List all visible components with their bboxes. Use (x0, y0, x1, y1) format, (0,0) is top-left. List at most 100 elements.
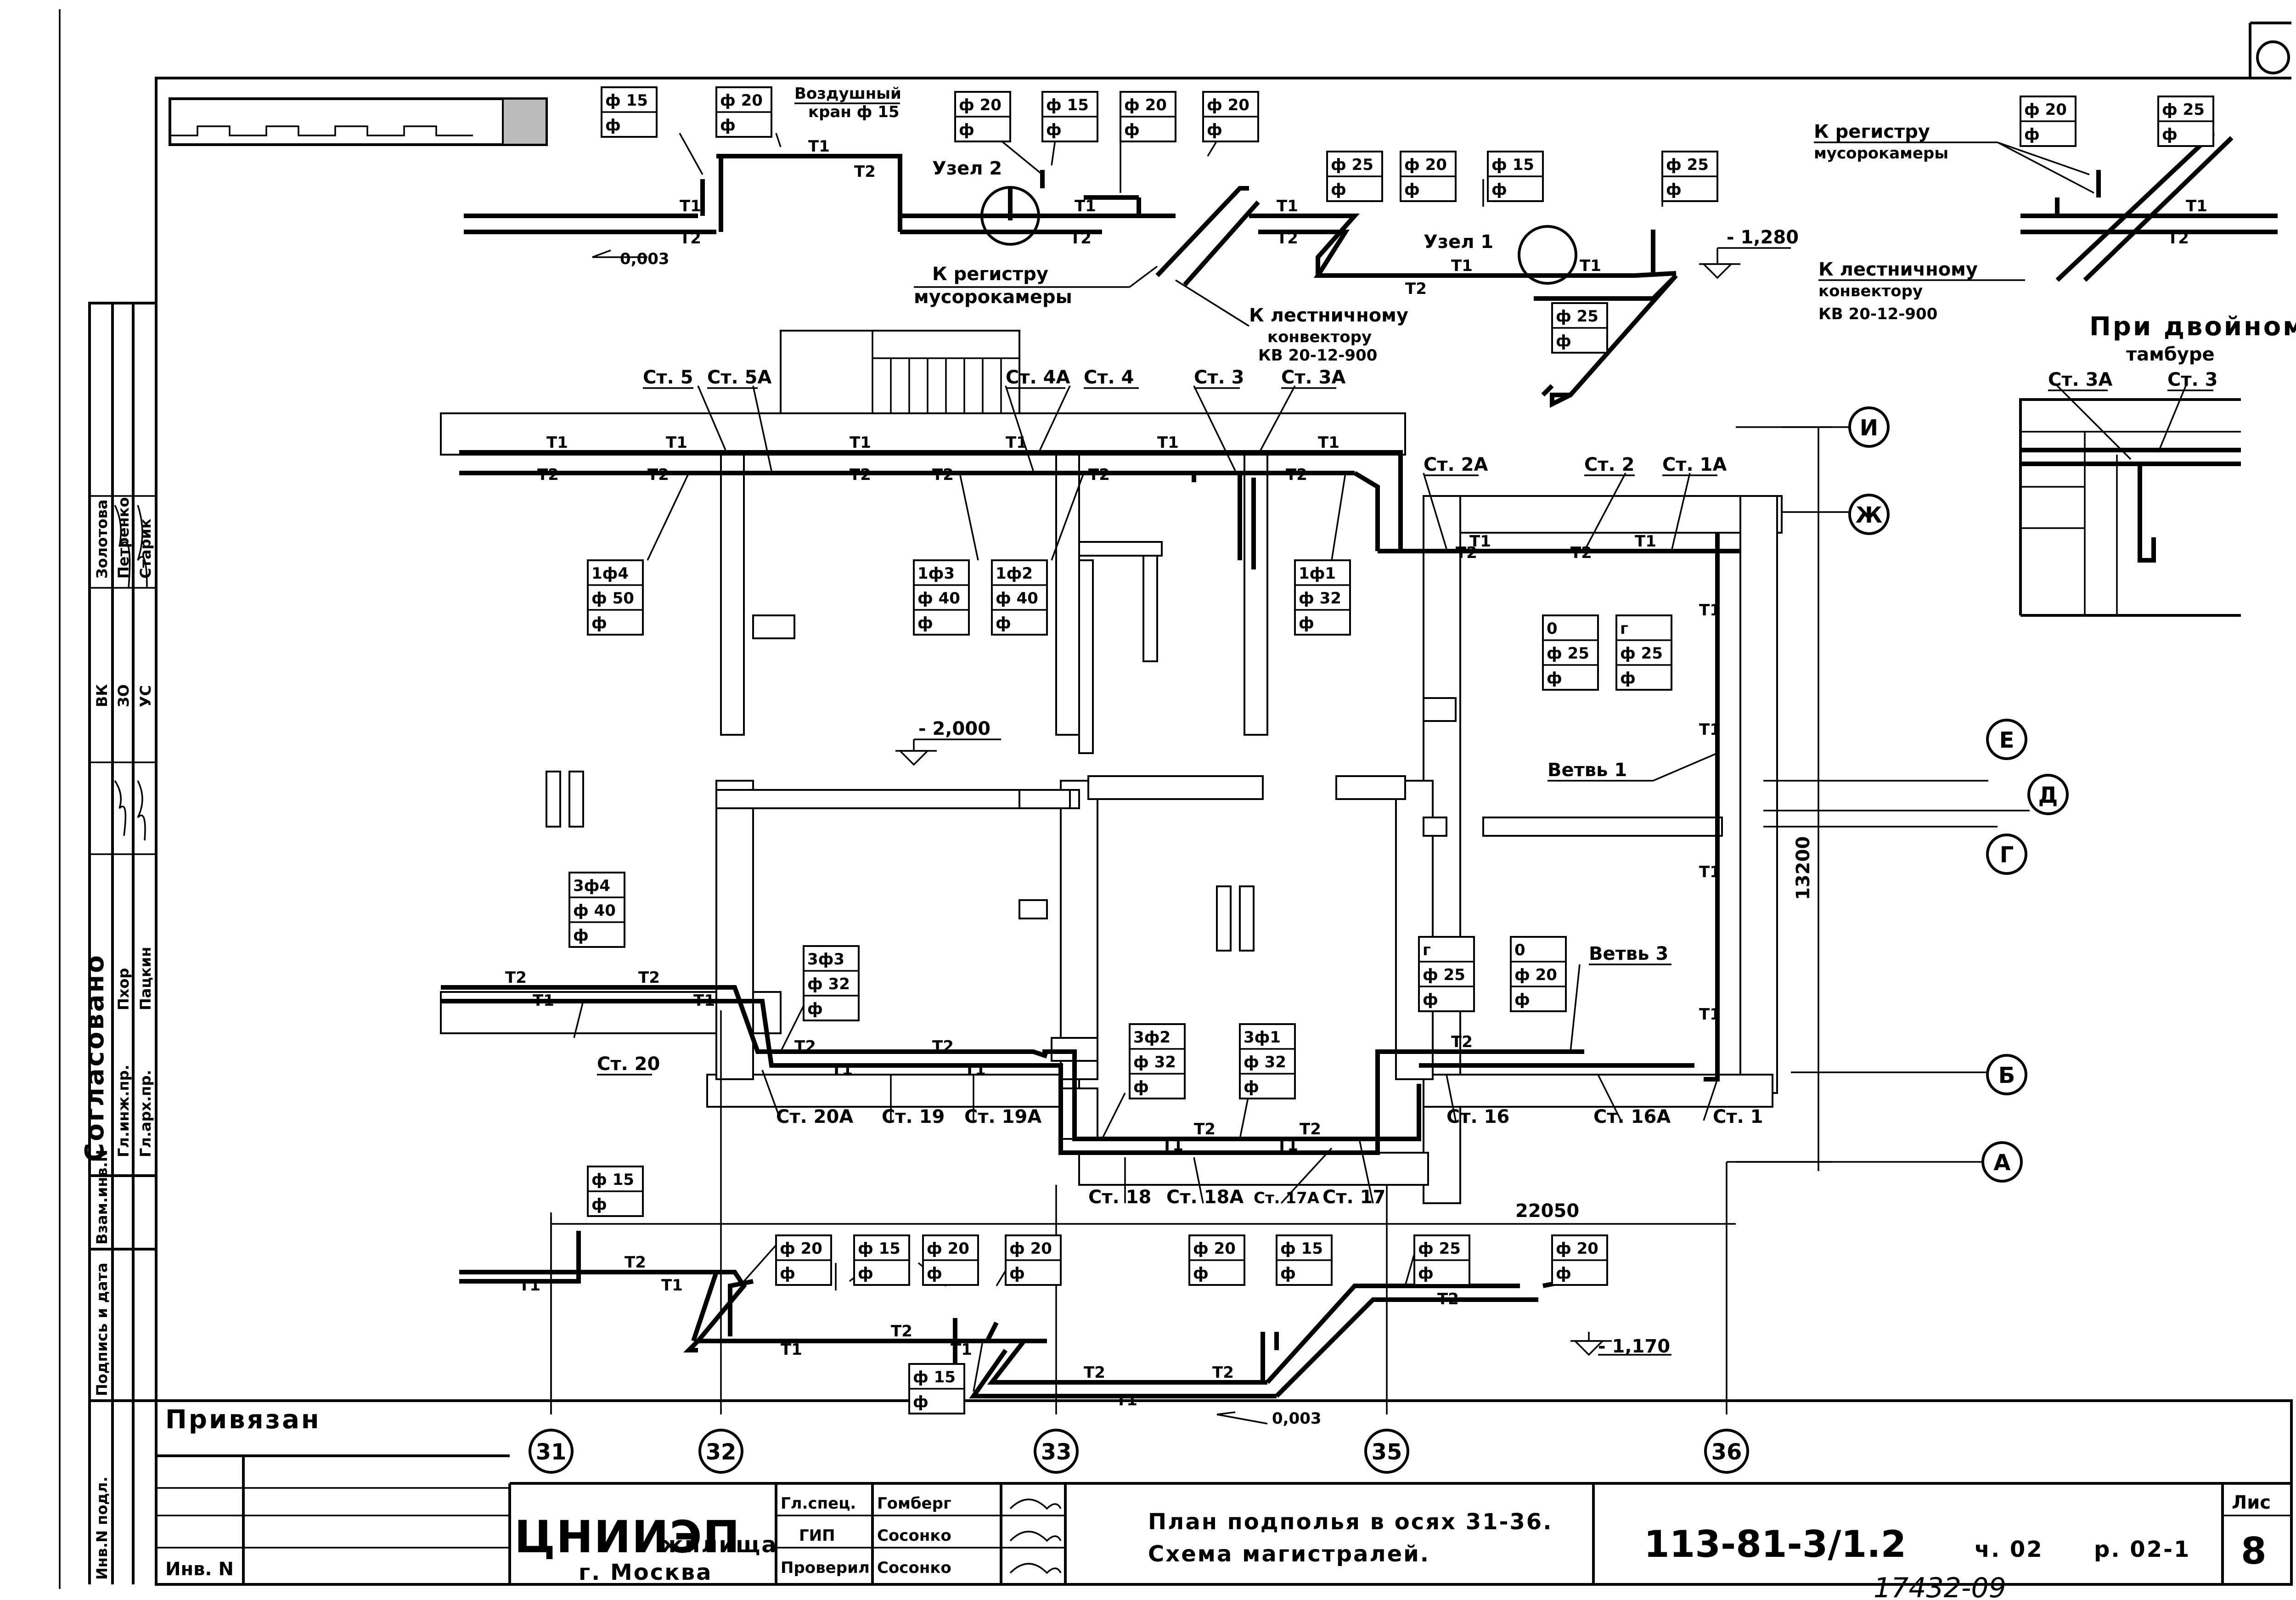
pipe-t2: Т2 (1451, 1033, 1473, 1051)
size-tag-frame (991, 559, 1048, 636)
size-tag-frame (913, 559, 970, 636)
axis-col-35: 35 (1364, 1429, 1409, 1474)
size-tag-text: ф 50 (591, 589, 634, 608)
approval-role-1: Гл.инж.пр. (115, 1065, 132, 1157)
pipe-t1: Т1 (661, 1276, 683, 1295)
axis-row-d: Д (2027, 774, 2069, 815)
pipe-t2: Т2 (1212, 1363, 1234, 1382)
size-tag-text: ф (573, 926, 589, 945)
reg2-line2: мусорокамеры (1814, 144, 1948, 163)
stair1-line1: К лестничному (1249, 305, 1408, 326)
size-tag-text: ф (1009, 1264, 1025, 1283)
slope-1: 0,003 (620, 250, 670, 268)
riser-st20: Ст. 20 (597, 1054, 660, 1075)
name-1: Гомберг (877, 1494, 951, 1513)
approval-role-4: ЗО (115, 684, 132, 707)
size-tag-text: ф 25 (1423, 966, 1465, 984)
stair2-line1: К лестничному (1818, 259, 1978, 280)
size-tag: ф 20ф (1188, 1234, 1245, 1286)
size-tag-text: 3ф2 (1133, 1028, 1171, 1047)
axis-col-33: 33 (1034, 1429, 1079, 1474)
pipe-t2: Т2 (2167, 229, 2189, 248)
pipe-t2: Т2 (1088, 466, 1110, 484)
drawing-part: ч. 02 (1975, 1537, 2043, 1562)
pipe-t2: Т2 (1194, 1120, 1216, 1138)
stair2-line3: КВ 20-12-900 (1818, 305, 1937, 323)
size-tag-text: ф 32 (1133, 1053, 1176, 1071)
size-tag-text: ф (591, 1195, 607, 1214)
pipe-t1: Т1 (1116, 1391, 1137, 1409)
size-tag-text: 1ф1 (1299, 564, 1336, 583)
size-tag-text: ф 15 (1280, 1239, 1323, 1258)
size-tag-text: ф 40 (996, 589, 1038, 608)
role-3: Проверил (781, 1559, 870, 1577)
riser-st17: Ст. 17 (1322, 1187, 1385, 1208)
size-tag-text: ф 20 (927, 1239, 969, 1258)
size-tag-text: 1ф2 (996, 564, 1033, 583)
axis-col-33-label: 33 (1041, 1439, 1072, 1465)
riser-labels: Ст. 5 Ст. 5А Ст. 4А Ст. 4 Ст. 3 Ст. 3А С… (597, 367, 2218, 1208)
size-tag-frame (1615, 614, 1672, 691)
size-tag-text: ф (1620, 669, 1636, 687)
axis-row-b: Б (1986, 1054, 2027, 1095)
size-tag-text: ф 25 (1666, 156, 1709, 174)
size-tag: г ф 25 ф (1418, 936, 1475, 1012)
size-tag-frame (803, 945, 860, 1021)
size-tag: ф 25ф (1661, 151, 1718, 202)
riser-st3a: Ст. 3А (1281, 367, 1345, 388)
axis-col-31: 31 (529, 1429, 574, 1474)
axis-row-e-label: Е (1999, 727, 2015, 753)
approval-name-1: Пхор (115, 968, 132, 1010)
size-tag-text: ф (1133, 1078, 1149, 1096)
size-tag-text: ф 20 (1124, 96, 1167, 114)
size-tag-text: г (1423, 941, 1431, 959)
size-tag: 3ф2 ф 32 ф (1129, 1023, 1186, 1099)
size-tag-text: 3ф3 (807, 950, 844, 969)
dim-v: 13200 (1793, 836, 1814, 900)
pipe-t1: Т1 (1451, 257, 1473, 275)
node1-circle (1518, 225, 1577, 285)
riser-inset-st3a: Ст. 3А (2048, 369, 2112, 390)
axis-col-31-label: 31 (536, 1439, 567, 1465)
stamp-signature: Подпись и дата (93, 1262, 111, 1396)
name-3: Сосонко (877, 1559, 951, 1577)
drawing-section: р. 02-1 (2094, 1537, 2190, 1562)
riser-st17a: Ст. 17А (1254, 1189, 1320, 1207)
size-tag-frame (568, 872, 625, 948)
size-tag-text: ф 20 (1009, 1239, 1052, 1258)
axis-col-32: 32 (698, 1429, 743, 1474)
pipe-t1: Т1 (1699, 1005, 1721, 1024)
approval-role-2: Гл.арх.пр. (137, 1070, 154, 1157)
size-tag-text: ф (927, 1264, 942, 1283)
size-tag: ф 20ф (2020, 96, 2077, 147)
pipe-t1: Т1 (1469, 532, 1491, 551)
riser-st4a: Ст. 4А (1006, 367, 1070, 388)
dim-h: 22050 (1515, 1200, 1579, 1222)
pipe-t2: Т2 (854, 163, 876, 181)
pipe-labels: Т1 Т2 Т1 Т2 Т1 Т2 Т1 Т2 Т1 Т2 Т1 Т1 Т2 Т… (505, 137, 2207, 1409)
size-tag: ф 15ф (853, 1234, 910, 1286)
pipe-t1: Т1 (951, 1341, 972, 1359)
size-tag-text: ф (1423, 991, 1438, 1009)
node2-label: Узел 2 (932, 158, 1002, 179)
name-2: Сосонко (877, 1527, 951, 1545)
size-tag-frame (1239, 1023, 1296, 1099)
size-tag: 0ф 25ф (1542, 614, 1599, 691)
pipe-t2: Т2 (1437, 1290, 1459, 1308)
size-tag-text: ф (2024, 125, 2040, 144)
node1-label: Узел 1 (1424, 231, 1493, 253)
size-tag-frame (1510, 936, 1567, 1012)
axis-row-zh: Ж (1848, 494, 1890, 535)
size-tag-text: ф (1280, 1264, 1296, 1283)
size-tag-text: ф (1331, 180, 1346, 199)
size-tag-text: ф 25 (2162, 101, 2205, 119)
axis-row-e: Е (1986, 719, 2027, 760)
branch-1: Ветвь 1 (1548, 760, 1627, 781)
size-tag-text: ф (1244, 1078, 1259, 1096)
role-1: Гл.спец. (781, 1494, 856, 1513)
size-tag-text: ф 15 (591, 1171, 634, 1189)
pipe-t1: Т1 (850, 434, 871, 452)
branch-3: Ветвь 3 (1589, 943, 1668, 964)
